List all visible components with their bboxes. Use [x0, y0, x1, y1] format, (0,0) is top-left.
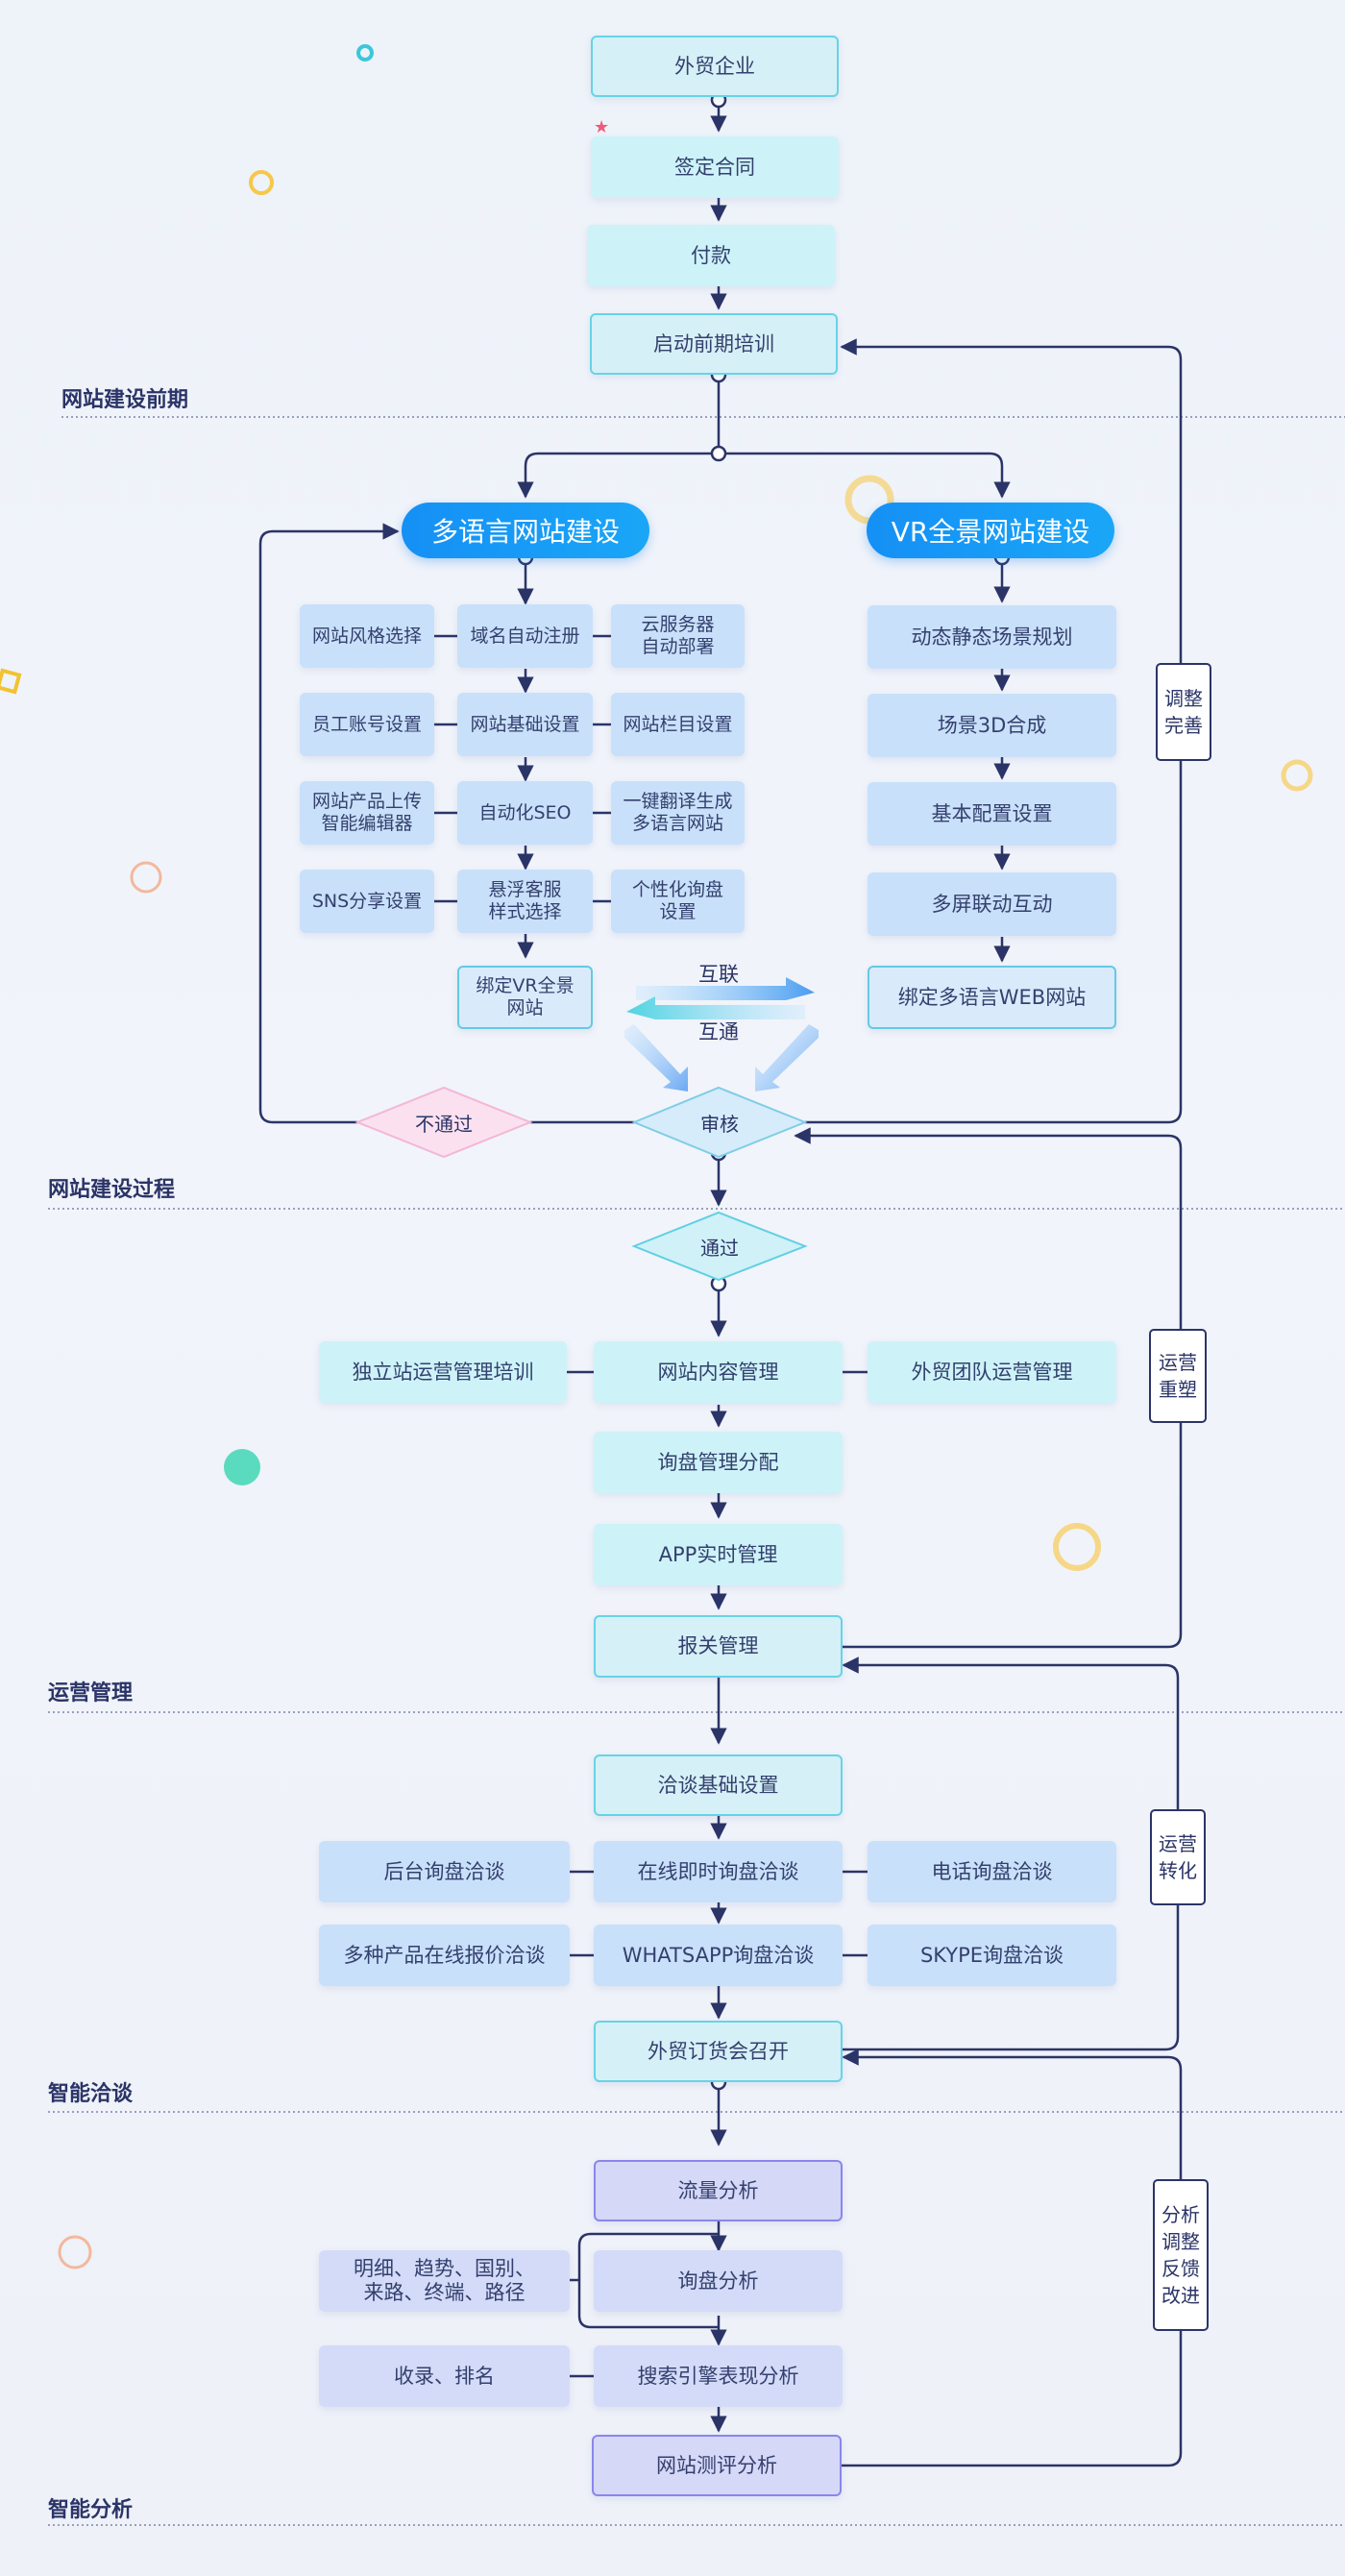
- vr-item: 基本配置设置: [868, 782, 1116, 846]
- negotiation-left-node: 多种产品在线报价洽谈: [319, 1925, 570, 1986]
- vr-item: 动态静态场景规划: [868, 605, 1116, 669]
- side-label-ops-reshape: 运营 重塑: [1149, 1329, 1207, 1423]
- vr-title-pill: VR全景网站建设: [867, 503, 1114, 558]
- ops-left-node: 独立站运营管理培训: [319, 1341, 567, 1403]
- section-label-analysis: 智能分析: [48, 2498, 134, 2522]
- svg-text:★: ★: [594, 117, 609, 137]
- multilang-center-item: 域名自动注册: [457, 604, 593, 668]
- negotiation-center-node: 在线即时询盘洽谈: [594, 1841, 843, 1902]
- pass-label: 通过: [700, 1236, 739, 1260]
- multilang-left-item: 网站产品上传 智能编辑器: [300, 781, 434, 845]
- section-label-pre-build: 网站建设前期: [61, 388, 189, 412]
- section-label-operations: 运营管理: [48, 1681, 134, 1705]
- ops-right-node: 外贸团队运营管理: [868, 1341, 1116, 1403]
- multilang-left-item: 员工账号设置: [300, 693, 434, 756]
- node-payment: 付款: [587, 225, 835, 286]
- ops-center-node: 网站内容管理: [594, 1341, 843, 1403]
- analysis-node: 流量分析: [594, 2160, 843, 2221]
- negotiation-left-node: 后台询盘洽谈: [319, 1841, 570, 1902]
- fail-diamond: [355, 1086, 533, 1159]
- vr-item: 多屏联动互动: [868, 872, 1116, 936]
- multilang-center-item: 自动化SEO: [457, 781, 593, 845]
- side-label-adjust: 调整 完善: [1156, 663, 1211, 761]
- analysis-node: 网站测评分析: [592, 2435, 842, 2496]
- review-diamond: [631, 1086, 808, 1159]
- multilang-right-item: 一键翻译生成 多语言网站: [611, 781, 745, 845]
- customs-node: 报关管理: [594, 1615, 843, 1678]
- node-training: 启动前期培训: [590, 313, 838, 375]
- interconnect-bottom-label: 互通: [698, 1020, 739, 1043]
- analysis-node: 搜索引擎表现分析: [594, 2345, 843, 2407]
- multilang-left-item: SNS分享设置: [300, 870, 434, 933]
- section-dividers: [48, 416, 1345, 2526]
- pass-diamond: [631, 1211, 808, 1282]
- side-label-analysis: 分析 调整 反馈 改进: [1153, 2179, 1209, 2331]
- node-company: 外贸企业: [591, 36, 839, 97]
- analysis-node: 询盘分析: [594, 2250, 843, 2312]
- section-label-negotiation: 智能洽谈: [48, 2082, 134, 2106]
- bind-vr-node: 绑定VR全景 网站: [457, 966, 593, 1029]
- negotiation-right-node: 电话询盘洽谈: [868, 1841, 1116, 1902]
- interconnect-top-label: 互联: [698, 963, 739, 986]
- bind-web-node: 绑定多语言WEB网站: [868, 966, 1116, 1029]
- multilang-center-item: 悬浮客服 样式选择: [457, 870, 593, 933]
- multilang-left-item: 网站风格选择: [300, 604, 434, 668]
- multilang-right-item: 个性化询盘 设置: [611, 870, 745, 933]
- analysis-left-node: 收录、排名: [319, 2345, 570, 2407]
- node-contract: 签定合同: [591, 136, 839, 198]
- interconnect-arrows: [624, 977, 819, 1092]
- fail-label: 不通过: [415, 1112, 473, 1136]
- multilang-right-item: 网站栏目设置: [611, 693, 745, 756]
- negotiation-right-node: SKYPE询盘洽谈: [868, 1925, 1116, 1986]
- trade-fair-node: 外贸订货会召开: [594, 2021, 843, 2082]
- multilang-right-item: 云服务器 自动部署: [611, 604, 745, 668]
- vr-item: 场景3D合成: [868, 694, 1116, 757]
- multilang-title-pill: 多语言网站建设: [402, 503, 649, 558]
- analysis-left-node: 明细、趋势、国别、 来路、终端、路径: [319, 2250, 570, 2312]
- side-label-ops-convert: 运营 转化: [1150, 1809, 1206, 1905]
- negotiation-basic-node: 洽谈基础设置: [594, 1754, 843, 1816]
- decorations: ★: [0, 44, 1313, 2269]
- section-label-build-process: 网站建设过程: [48, 1178, 176, 1202]
- multilang-center-item: 网站基础设置: [457, 693, 593, 756]
- ops-center-node: 询盘管理分配: [594, 1432, 843, 1493]
- negotiation-center-node: WHATSAPP询盘洽谈: [594, 1925, 843, 1986]
- ops-center-node: APP实时管理: [594, 1524, 843, 1585]
- review-label: 审核: [700, 1112, 739, 1136]
